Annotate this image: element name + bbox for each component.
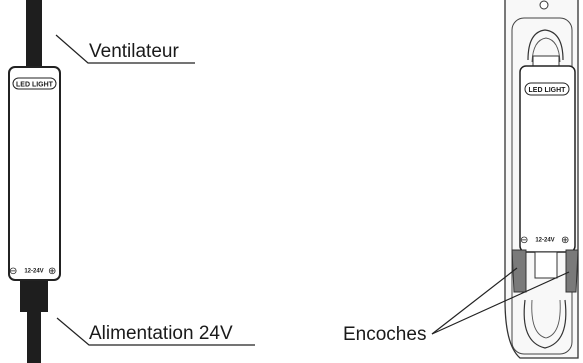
cable-loop-bottom — [523, 299, 567, 349]
power-leader-line — [56, 317, 255, 346]
hang-hole — [539, 0, 549, 10]
notches-label: Encoches — [343, 324, 426, 345]
fan-leader-line — [55, 34, 195, 64]
right-assembly: LED LIGHT ⊖ 12-24V ⊕ — [504, 0, 579, 359]
notches-callout: Encoches — [343, 267, 570, 345]
cable-loop-top — [527, 29, 564, 61]
cable-sleeve — [20, 278, 48, 312]
cable-loop-bottom-2 — [531, 299, 561, 339]
right-led-light-badge — [524, 82, 570, 96]
cable-loop-top-2 — [531, 37, 561, 63]
voltage-label: 12-24V — [24, 269, 43, 275]
right-minus-symbol: ⊖ — [520, 235, 528, 246]
minus-symbol: ⊖ — [9, 266, 17, 277]
power-cable — [27, 300, 41, 363]
led-light-badge — [12, 77, 57, 90]
left-device: LED LIGHT ⊖ 12-24V ⊕ — [8, 0, 61, 363]
fan-label: Ventilateur — [89, 41, 179, 62]
notch-leader-right — [431, 271, 570, 335]
right-voltage-label: 12-24V — [535, 238, 554, 244]
controller-box — [8, 66, 61, 281]
notch-right — [565, 249, 579, 293]
right-led-light-badge-label: LED LIGHT — [529, 87, 567, 94]
right-plus-symbol: ⊕ — [561, 235, 569, 246]
led-light-badge-label: LED LIGHT — [16, 81, 54, 88]
power-callout: Alimentation 24V — [56, 317, 255, 346]
bottom-connector — [534, 251, 558, 279]
top-connector — [532, 55, 560, 67]
plus-symbol: ⊕ — [48, 266, 56, 277]
notch-leader-left — [431, 267, 518, 335]
power-label: Alimentation 24V — [89, 323, 233, 344]
fan-callout: Ventilateur — [55, 34, 195, 64]
fan-cable — [26, 0, 42, 70]
